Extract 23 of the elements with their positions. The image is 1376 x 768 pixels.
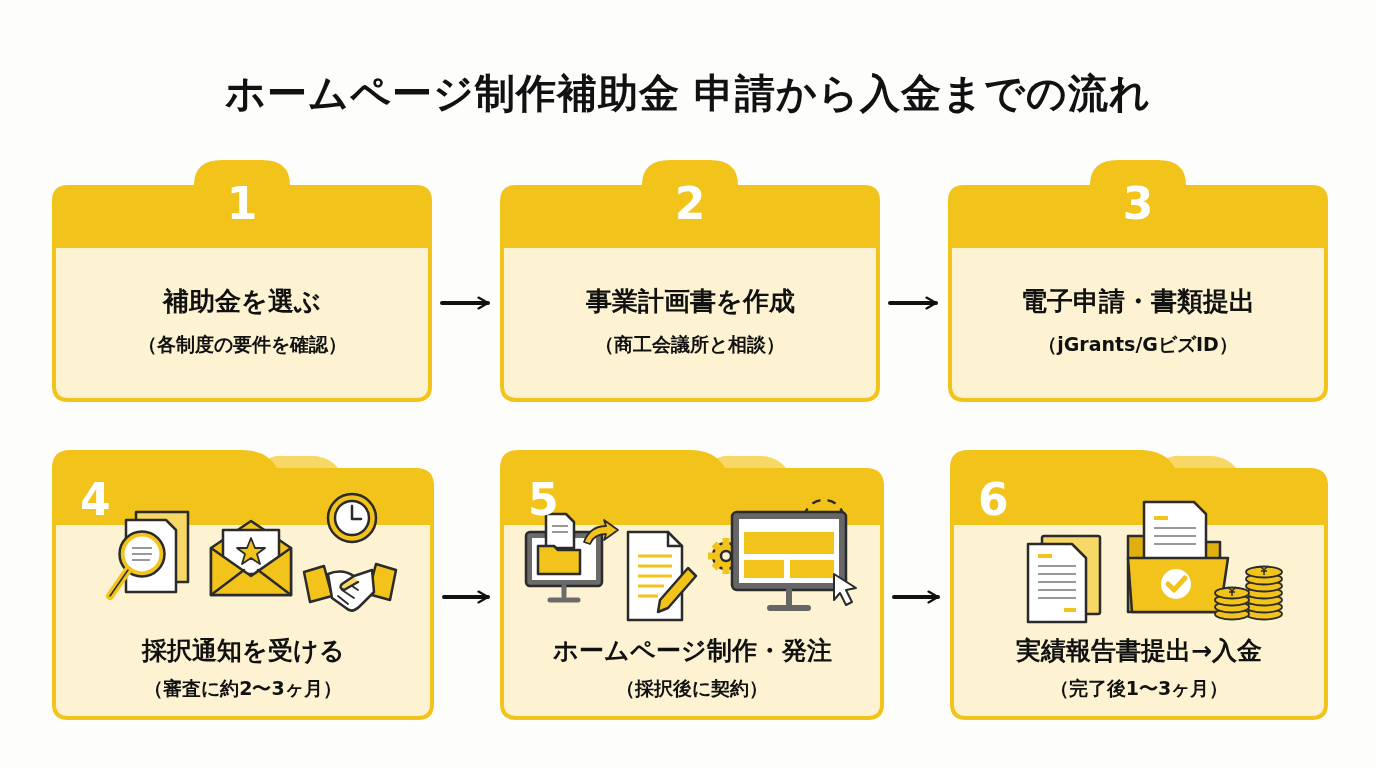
step-number: 1: [225, 182, 259, 226]
step-title: 電子申請・書類提出: [1020, 285, 1256, 318]
step-note: （各制度の要件を確認）: [136, 332, 348, 357]
step-title: 補助金を選ぶ: [161, 285, 322, 318]
step-note: （完了後1〜3ヶ月）: [1048, 676, 1230, 701]
step-note: （採択後に契約）: [615, 676, 769, 701]
arrow: [892, 590, 940, 604]
step-note: （商工会議所と相談）: [594, 332, 786, 357]
step-number: 6: [978, 478, 1009, 522]
arrow: [442, 590, 490, 604]
step-note: （jGrants/GビズID）: [1037, 332, 1239, 357]
step-number: 4: [80, 478, 111, 522]
step-number: 2: [673, 182, 707, 226]
step-note: （審査に約2〜3ヶ月）: [143, 676, 343, 701]
step-title: 実績報告書提出→入金: [1015, 635, 1263, 667]
step-number: 5: [528, 478, 559, 522]
step-number: 3: [1121, 182, 1155, 226]
step-title: ホームページ制作・発注: [551, 635, 833, 667]
step-title: 事業計画書を作成: [584, 285, 796, 318]
diagram-title: ホームページ制作補助金 申請から入金までの流れ: [223, 69, 1153, 118]
arrow: [888, 296, 938, 310]
step-title: 採択通知を受ける: [140, 635, 346, 667]
arrow: [440, 296, 490, 310]
